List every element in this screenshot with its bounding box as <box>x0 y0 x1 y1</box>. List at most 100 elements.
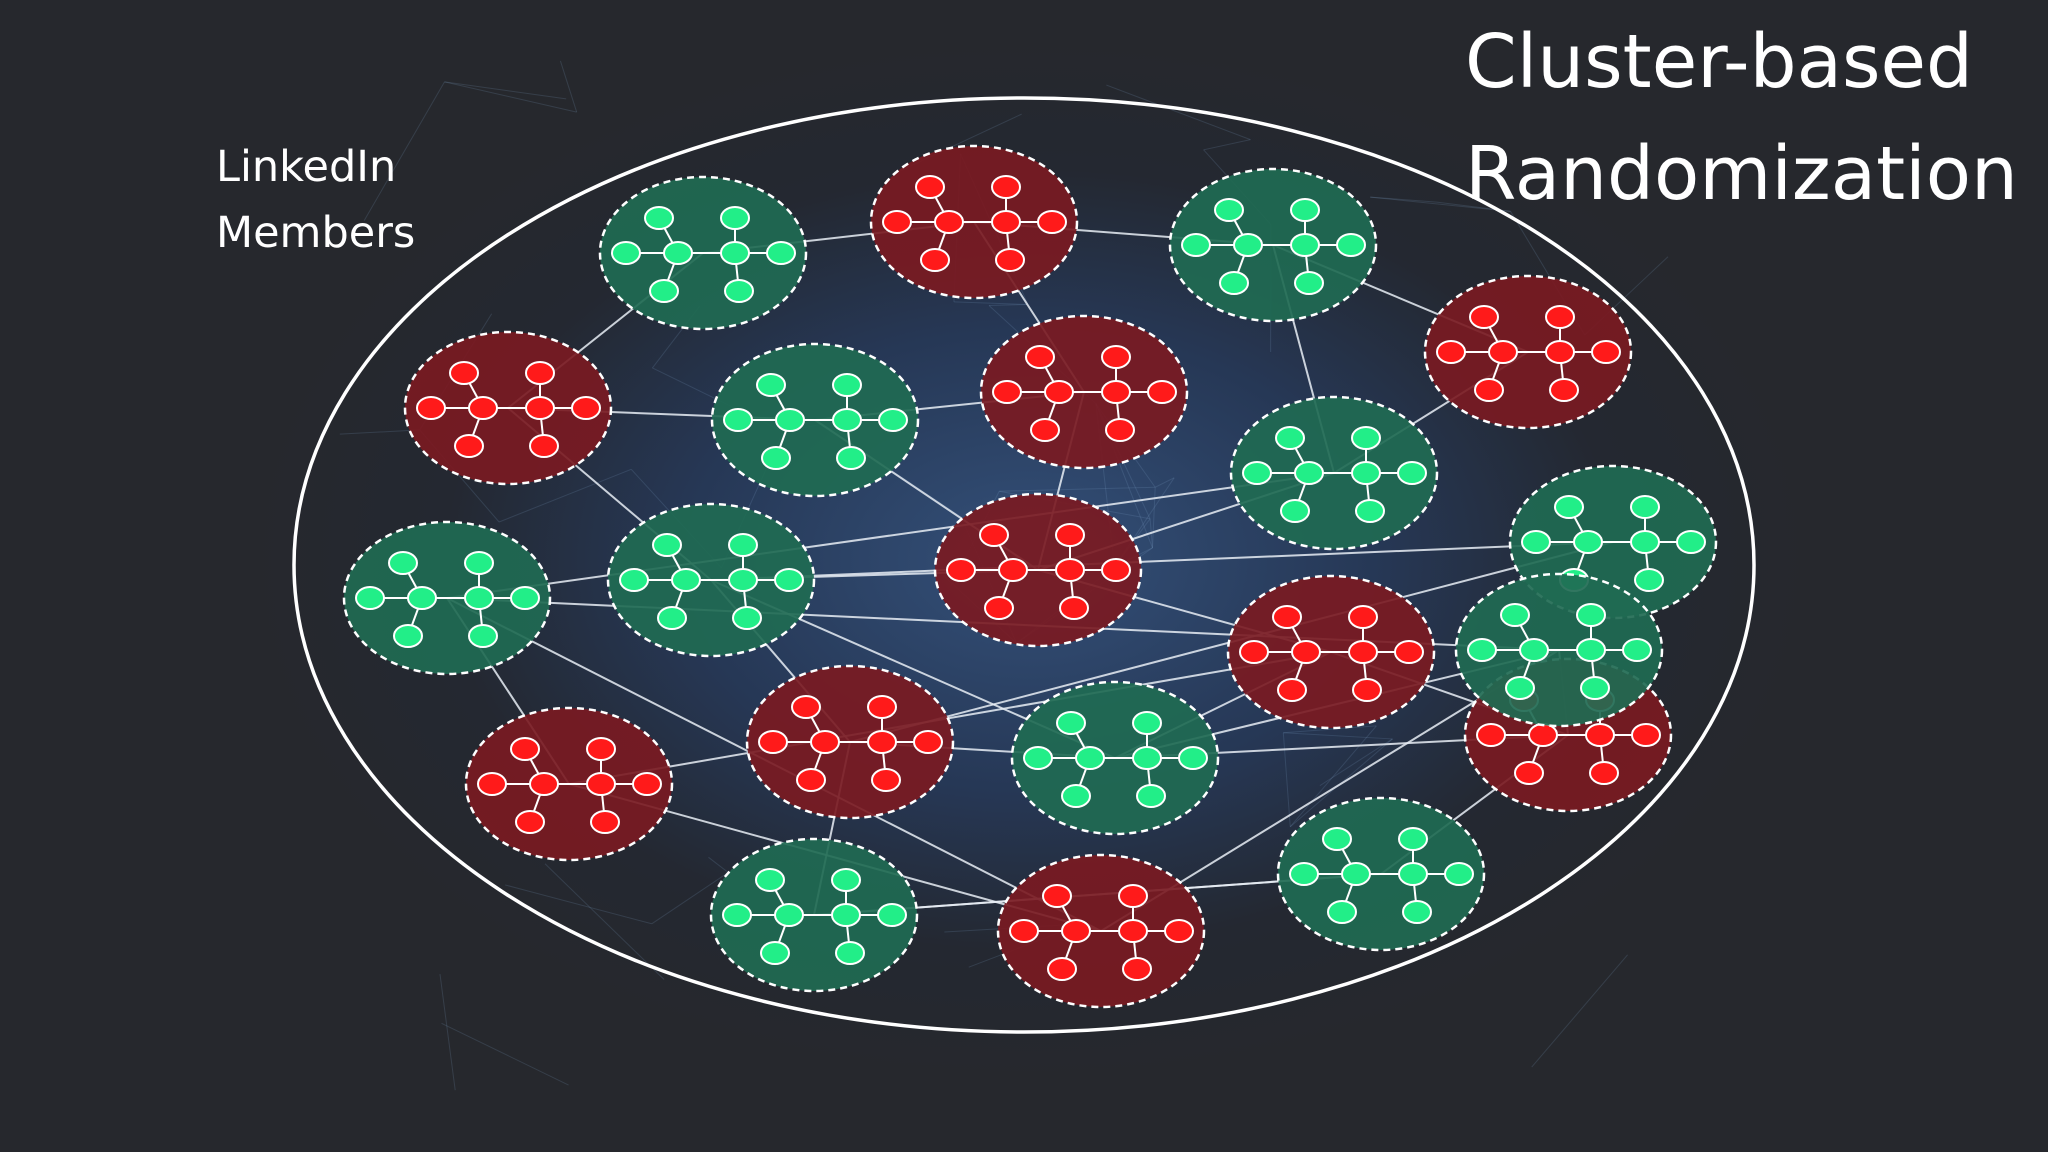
control-member-node <box>775 408 805 432</box>
control-member-node <box>611 241 641 265</box>
control-member-node <box>831 903 861 927</box>
treatment-member-node <box>882 210 912 234</box>
control-member-node <box>1214 198 1244 222</box>
treatment-cluster <box>979 314 1189 470</box>
control-member-node <box>722 903 752 927</box>
texture-line <box>498 468 632 523</box>
treatment-member-node <box>913 730 943 754</box>
control-member-node <box>1023 746 1053 770</box>
treatment-member-node <box>758 730 788 754</box>
treatment-member-node <box>571 396 601 420</box>
control-member-node <box>464 551 494 575</box>
treatment-member-node <box>1101 345 1131 369</box>
treatment-member-node <box>525 361 555 385</box>
treatment-member-node <box>1030 418 1060 442</box>
control-cluster <box>606 502 816 658</box>
texture-line <box>1283 732 1393 740</box>
treatment-member-node <box>1352 678 1382 702</box>
control-member-node <box>1136 784 1166 808</box>
treatment-member-node <box>449 361 479 385</box>
treatment-member-node <box>510 737 540 761</box>
control-member-node <box>1290 233 1320 257</box>
texture-line <box>1319 738 1393 787</box>
control-member-node <box>1294 461 1324 485</box>
control-member-node <box>671 568 701 592</box>
texture-line <box>1531 954 1628 1068</box>
treatment-member-node <box>1514 761 1544 785</box>
treatment-member-node <box>1591 340 1621 364</box>
texture-line <box>559 60 578 113</box>
treatment-member-node <box>1042 884 1072 908</box>
control-member-node <box>1351 426 1381 450</box>
control-member-node <box>1505 676 1535 700</box>
control-cluster <box>1229 395 1439 551</box>
treatment-member-node <box>1101 380 1131 404</box>
texture-line <box>953 301 1028 305</box>
treatment-member-node <box>1061 919 1091 943</box>
treatment-member-node <box>454 434 484 458</box>
control-member-node <box>1402 900 1432 924</box>
treatment-member-node <box>1476 723 1506 747</box>
treatment-member-node <box>1055 523 1085 547</box>
treatment-member-node <box>1272 605 1302 629</box>
texture-line <box>1283 725 1377 734</box>
control-member-node <box>1444 862 1474 886</box>
control-member-node <box>1573 530 1603 554</box>
control-member-node <box>761 446 791 470</box>
control-member-node <box>1580 676 1610 700</box>
treatment-member-node <box>1631 723 1661 747</box>
control-cluster <box>598 175 808 331</box>
control-member-node <box>1242 461 1272 485</box>
control-member-node <box>649 279 679 303</box>
control-member-node <box>831 868 861 892</box>
inter-cluster-link <box>446 472 1335 599</box>
control-member-node <box>1398 862 1428 886</box>
control-member-node <box>732 606 762 630</box>
control-member-node <box>724 279 754 303</box>
control-member-node <box>1634 568 1664 592</box>
slide-title-line-2: Randomization <box>1465 131 2018 217</box>
treatment-member-node <box>1044 380 1074 404</box>
treatment-member-node <box>1436 340 1466 364</box>
treatment-member-node <box>1348 640 1378 664</box>
texture-line <box>708 856 729 873</box>
texture-line <box>651 872 729 925</box>
control-member-node <box>1181 233 1211 257</box>
treatment-cluster <box>869 144 1079 300</box>
control-member-node <box>755 868 785 892</box>
control-member-node <box>1290 198 1320 222</box>
treatment-member-node <box>586 772 616 796</box>
control-member-node <box>878 408 908 432</box>
treatment-member-node <box>946 558 976 582</box>
control-member-node <box>1233 233 1263 257</box>
treatment-member-node <box>1545 340 1575 364</box>
treatment-member-node <box>1474 378 1504 402</box>
treatment-member-node <box>515 810 545 834</box>
treatment-member-node <box>1101 558 1131 582</box>
treatment-member-node <box>1469 305 1499 329</box>
control-member-node <box>1327 900 1357 924</box>
treatment-member-node <box>915 175 945 199</box>
treatment-member-node <box>1037 210 1067 234</box>
control-member-node <box>832 373 862 397</box>
control-cluster <box>1454 572 1664 728</box>
control-member-node <box>510 586 540 610</box>
control-member-node <box>1397 461 1427 485</box>
control-member-node <box>644 206 674 230</box>
texture-line <box>1282 732 1291 827</box>
control-member-node <box>355 586 385 610</box>
treatment-member-node <box>796 768 826 792</box>
control-cluster <box>1276 796 1486 952</box>
control-member-node <box>1219 271 1249 295</box>
treatment-member-node <box>416 396 446 420</box>
treatment-member-node <box>1585 723 1615 747</box>
control-member-node <box>1275 426 1305 450</box>
treatment-cluster <box>403 330 613 486</box>
control-cluster <box>709 837 919 993</box>
treatment-member-node <box>984 596 1014 620</box>
control-member-node <box>1061 784 1091 808</box>
control-member-node <box>1178 746 1208 770</box>
control-member-node <box>652 533 682 557</box>
treatment-member-node <box>1277 678 1307 702</box>
